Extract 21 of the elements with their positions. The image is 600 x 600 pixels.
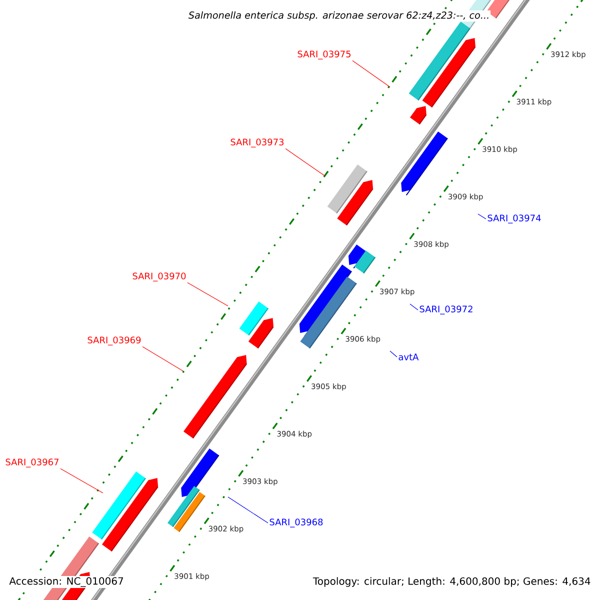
leader-line xyxy=(187,282,228,306)
leader-line xyxy=(228,496,268,524)
gene-label: SARI_03969 xyxy=(88,336,141,346)
leader-line xyxy=(352,60,390,88)
leader-line xyxy=(142,346,184,372)
gene-label: avtA xyxy=(398,354,419,360)
gene-label: SARI_03973 xyxy=(230,138,284,148)
title: Salmonella enterica subsp. arizonae serovar 62:z4,z23:--, co... xyxy=(187,10,491,22)
leader-line xyxy=(60,468,104,494)
genome-info-text: Topology: circular; Length: 4,600,800 bp; Genes: 4,634 xyxy=(312,576,592,588)
gene-label: SARI_03975 xyxy=(298,50,350,60)
gene-label: SARI_03974 xyxy=(488,214,541,224)
gene-label: SARI_03968 xyxy=(270,518,323,528)
gene-label: SARI_03970 xyxy=(132,272,186,282)
gene-label: SARI_03972 xyxy=(420,306,472,314)
leader-line xyxy=(478,214,486,220)
gene-label: SARI_03967 xyxy=(6,458,58,468)
leader-line xyxy=(390,350,398,358)
leader-line xyxy=(285,148,326,176)
leader-line xyxy=(410,304,418,310)
accession-text: Accession: NC_010067 xyxy=(8,576,125,588)
